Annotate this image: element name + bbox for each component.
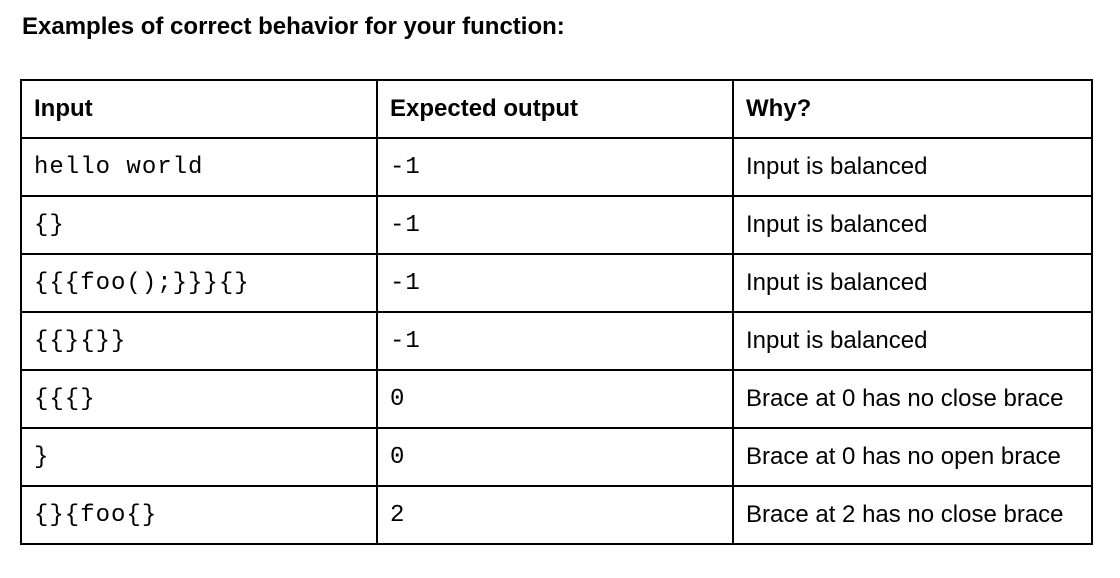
examples-table: Input Expected output Why? hello world -… — [20, 79, 1093, 545]
table-row: {}{foo{} 2 Brace at 2 has no close brace — [20, 485, 1093, 545]
expected-output-cell: -1 — [376, 311, 734, 371]
input-cell: } — [20, 427, 378, 487]
table-row: {{{foo();}}}{} -1 Input is balanced — [20, 253, 1093, 313]
why-cell: Input is balanced — [732, 195, 1093, 255]
table-row: {{}{}} -1 Input is balanced — [20, 311, 1093, 371]
input-cell: hello world — [20, 137, 378, 197]
why-cell: Input is balanced — [732, 253, 1093, 313]
expected-output-cell: -1 — [376, 253, 734, 313]
input-cell: {}{foo{} — [20, 485, 378, 545]
input-cell: {} — [20, 195, 378, 255]
table-row: hello world -1 Input is balanced — [20, 137, 1093, 197]
header-expected-output: Expected output — [376, 79, 734, 139]
header-row: Input Expected output Why? — [20, 79, 1093, 139]
table-body: hello world -1 Input is balanced {} -1 I… — [20, 137, 1093, 545]
expected-output-cell: 2 — [376, 485, 734, 545]
page-heading: Examples of correct behavior for your fu… — [22, 13, 565, 40]
input-cell: {{{foo();}}}{} — [20, 253, 378, 313]
input-cell: {{}{}} — [20, 311, 378, 371]
why-cell: Brace at 0 has no close brace — [732, 369, 1093, 429]
header-why: Why? — [732, 79, 1093, 139]
expected-output-cell: 0 — [376, 427, 734, 487]
expected-output-cell: 0 — [376, 369, 734, 429]
header-input: Input — [20, 79, 378, 139]
table-header: Input Expected output Why? — [20, 79, 1093, 139]
table-row: } 0 Brace at 0 has no open brace — [20, 427, 1093, 487]
expected-output-cell: -1 — [376, 137, 734, 197]
input-cell: {{{} — [20, 369, 378, 429]
table-row: {{{} 0 Brace at 0 has no close brace — [20, 369, 1093, 429]
why-cell: Input is balanced — [732, 137, 1093, 197]
expected-output-cell: -1 — [376, 195, 734, 255]
why-cell: Brace at 0 has no open brace — [732, 427, 1093, 487]
table-row: {} -1 Input is balanced — [20, 195, 1093, 255]
why-cell: Input is balanced — [732, 311, 1093, 371]
why-cell: Brace at 2 has no close brace — [732, 485, 1093, 545]
